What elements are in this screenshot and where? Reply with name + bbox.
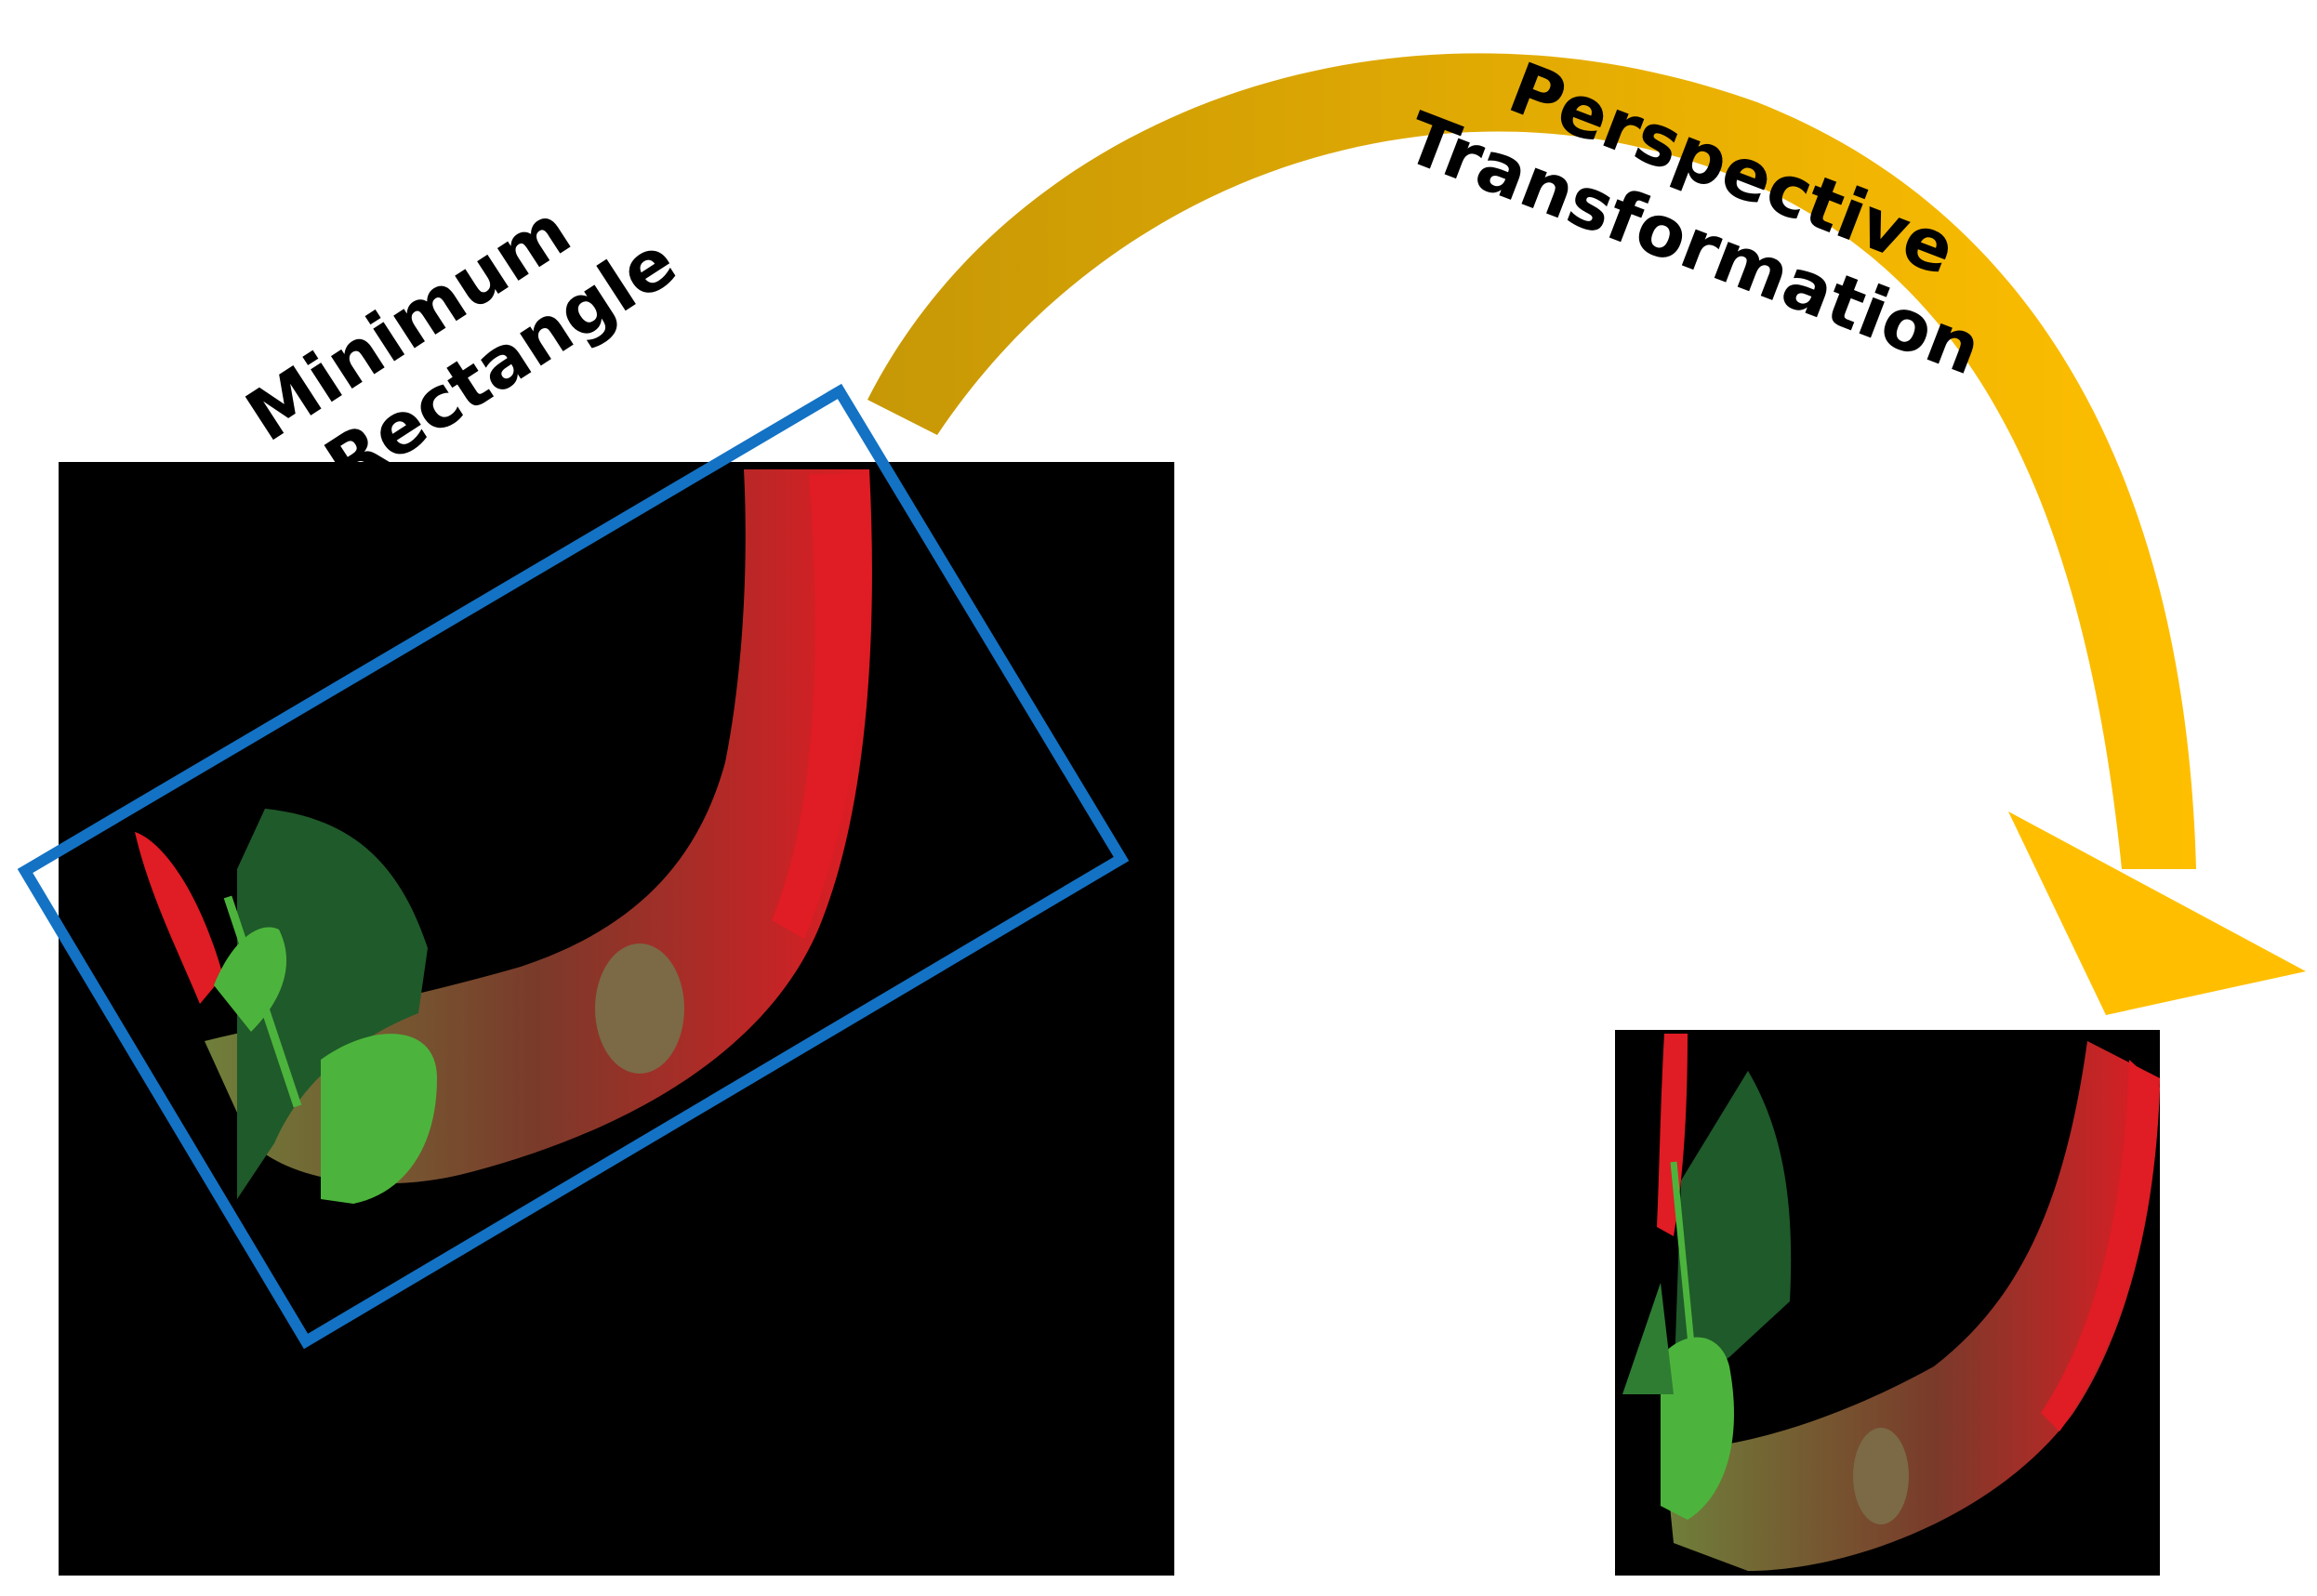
result-light-leaf-2 bbox=[1622, 1283, 1674, 1394]
source-leaf-stalk bbox=[223, 895, 302, 1108]
result-panel bbox=[1615, 1030, 2160, 1576]
source-panel bbox=[59, 462, 1174, 1576]
source-stem-highlight bbox=[772, 474, 871, 939]
result-stem-node bbox=[1853, 1428, 1909, 1524]
source-dark-leaf bbox=[237, 809, 428, 1199]
result-leaf-stalk bbox=[1670, 1161, 1705, 1451]
minimum-rectangle-box bbox=[17, 383, 1130, 1350]
curved-arrow-icon bbox=[867, 53, 2306, 1015]
result-stem bbox=[1664, 1041, 2160, 1571]
source-light-leaf-1 bbox=[321, 1034, 437, 1204]
result-red-tip bbox=[1657, 1034, 1688, 1236]
source-red-tip bbox=[135, 832, 223, 1004]
arrow-head bbox=[2008, 811, 2306, 1015]
result-dark-leaf bbox=[1674, 1071, 1792, 1394]
source-stem-node bbox=[595, 943, 684, 1074]
result-stem-highlight bbox=[2041, 1060, 2160, 1431]
